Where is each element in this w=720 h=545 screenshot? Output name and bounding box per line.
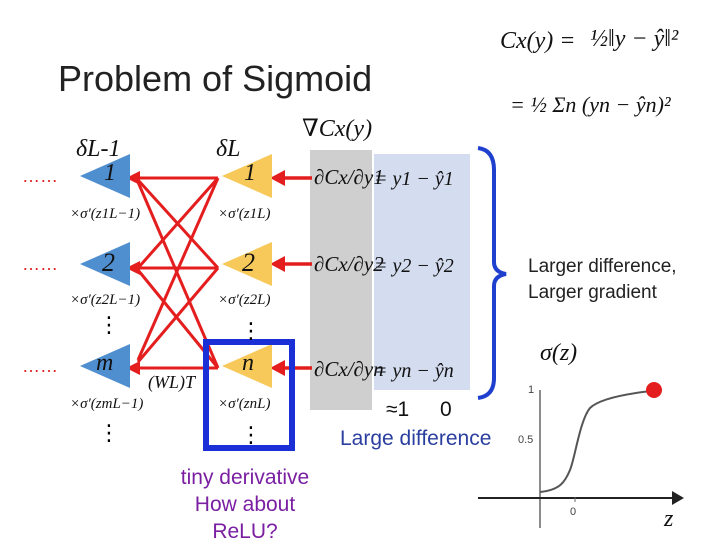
backprop-connections xyxy=(136,176,220,370)
tiny-derivative-text: tiny derivative xyxy=(180,466,310,489)
derivative-panel xyxy=(310,150,372,410)
sigmoid-curve xyxy=(539,389,661,493)
right-node-1-label: 1 xyxy=(244,160,256,186)
x-axis-arrowhead xyxy=(672,491,684,505)
x-tick-0-label: 0 xyxy=(570,506,577,518)
right-node-1[interactable] xyxy=(222,154,272,198)
vertical-dots-left-1: ⋮ xyxy=(98,312,120,337)
cost-lhs: Cx(y) = xyxy=(500,28,576,54)
sigmoid-label: σ(z) xyxy=(540,340,578,366)
left-node-2[interactable] xyxy=(80,242,130,286)
zero-value: 0 xyxy=(440,398,452,421)
vertical-dots-left-2: ⋮ xyxy=(98,420,120,445)
left-factor-2: ×σ′(z2L−1) xyxy=(70,292,141,308)
bracket-brace xyxy=(477,146,507,400)
y-tick-half: 0.5 xyxy=(518,434,534,446)
larger-gradient-note: Larger difference, Larger gradient xyxy=(528,256,677,303)
x-axis-label: z xyxy=(664,506,674,532)
left-factor-1: ×σ′(z1L−1) xyxy=(70,206,141,222)
tiny-derivative-highlight xyxy=(203,339,295,451)
right-node-2-label: 2 xyxy=(242,248,255,277)
left-node-m[interactable] xyxy=(80,344,130,388)
y-tick-1: 1 xyxy=(528,384,535,396)
difference-2: = y2 − ŷ2 xyxy=(374,255,454,277)
right-factor-1: ×σ′(z1L) xyxy=(218,206,271,222)
left-node-1[interactable] xyxy=(80,154,130,198)
left-node-2-label: 2 xyxy=(102,248,115,277)
arrow-n xyxy=(270,360,285,376)
right-layer-nodes xyxy=(222,154,272,388)
ellipsis-2: …… xyxy=(22,254,58,274)
left-layer-label: δL-1 xyxy=(76,136,121,162)
right-layer-label: δL xyxy=(216,136,241,162)
derivative-n: ∂Cx/∂yn xyxy=(314,357,384,381)
right-factor-2: ×σ′(z2L) xyxy=(218,292,271,308)
cost-rhs: ½‖y − ŷ‖² xyxy=(590,26,679,52)
right-factor-n: ×σ′(znL) xyxy=(218,396,271,412)
derivative-1: ∂Cx/∂y1 xyxy=(314,165,384,189)
left-layer-nodes xyxy=(80,154,130,388)
tiny-derivative-note: tiny derivative How about ReLU? xyxy=(150,464,340,545)
gradient-label: ∇Cx(y) xyxy=(302,116,373,142)
left-factor-m: ×σ′(zmL−1) xyxy=(70,396,144,412)
sigmoid-plot xyxy=(478,382,684,528)
left-node-m-label: m xyxy=(96,350,114,376)
weight-label: (WL)T xyxy=(148,372,196,392)
connection-arrowheads xyxy=(126,171,140,375)
difference-1: = y1 − ŷ1 xyxy=(374,168,454,190)
vertical-dots-right-1: ⋮ xyxy=(240,318,262,343)
ellipsis-1: …… xyxy=(22,166,58,186)
right-node-n[interactable] xyxy=(222,344,272,388)
large-difference-label: Large difference xyxy=(340,427,492,450)
difference-n: = yn − ŷn xyxy=(374,360,454,382)
arrow-1 xyxy=(270,170,285,186)
arrow-2 xyxy=(270,256,285,272)
saturation-point xyxy=(646,382,662,398)
cost-sum: = ½ Σn (yn − ŷn)² xyxy=(510,92,671,117)
ellipsis-m: …… xyxy=(22,356,58,376)
derivative-2: ∂Cx/∂y2 xyxy=(314,252,384,276)
approx-one: ≈1 xyxy=(386,398,410,421)
right-node-n-label: n xyxy=(242,350,254,376)
how-about-text: How about xyxy=(194,493,296,516)
slide-title: Problem of Sigmoid xyxy=(58,58,373,99)
error-arrows xyxy=(282,176,312,370)
relu-text: ReLU? xyxy=(212,520,278,543)
left-node-1-label: 1 xyxy=(104,160,116,186)
difference-panel xyxy=(374,154,470,390)
right-node-2[interactable] xyxy=(222,242,272,286)
vertical-dots-right-2: ⋮ xyxy=(240,422,262,447)
